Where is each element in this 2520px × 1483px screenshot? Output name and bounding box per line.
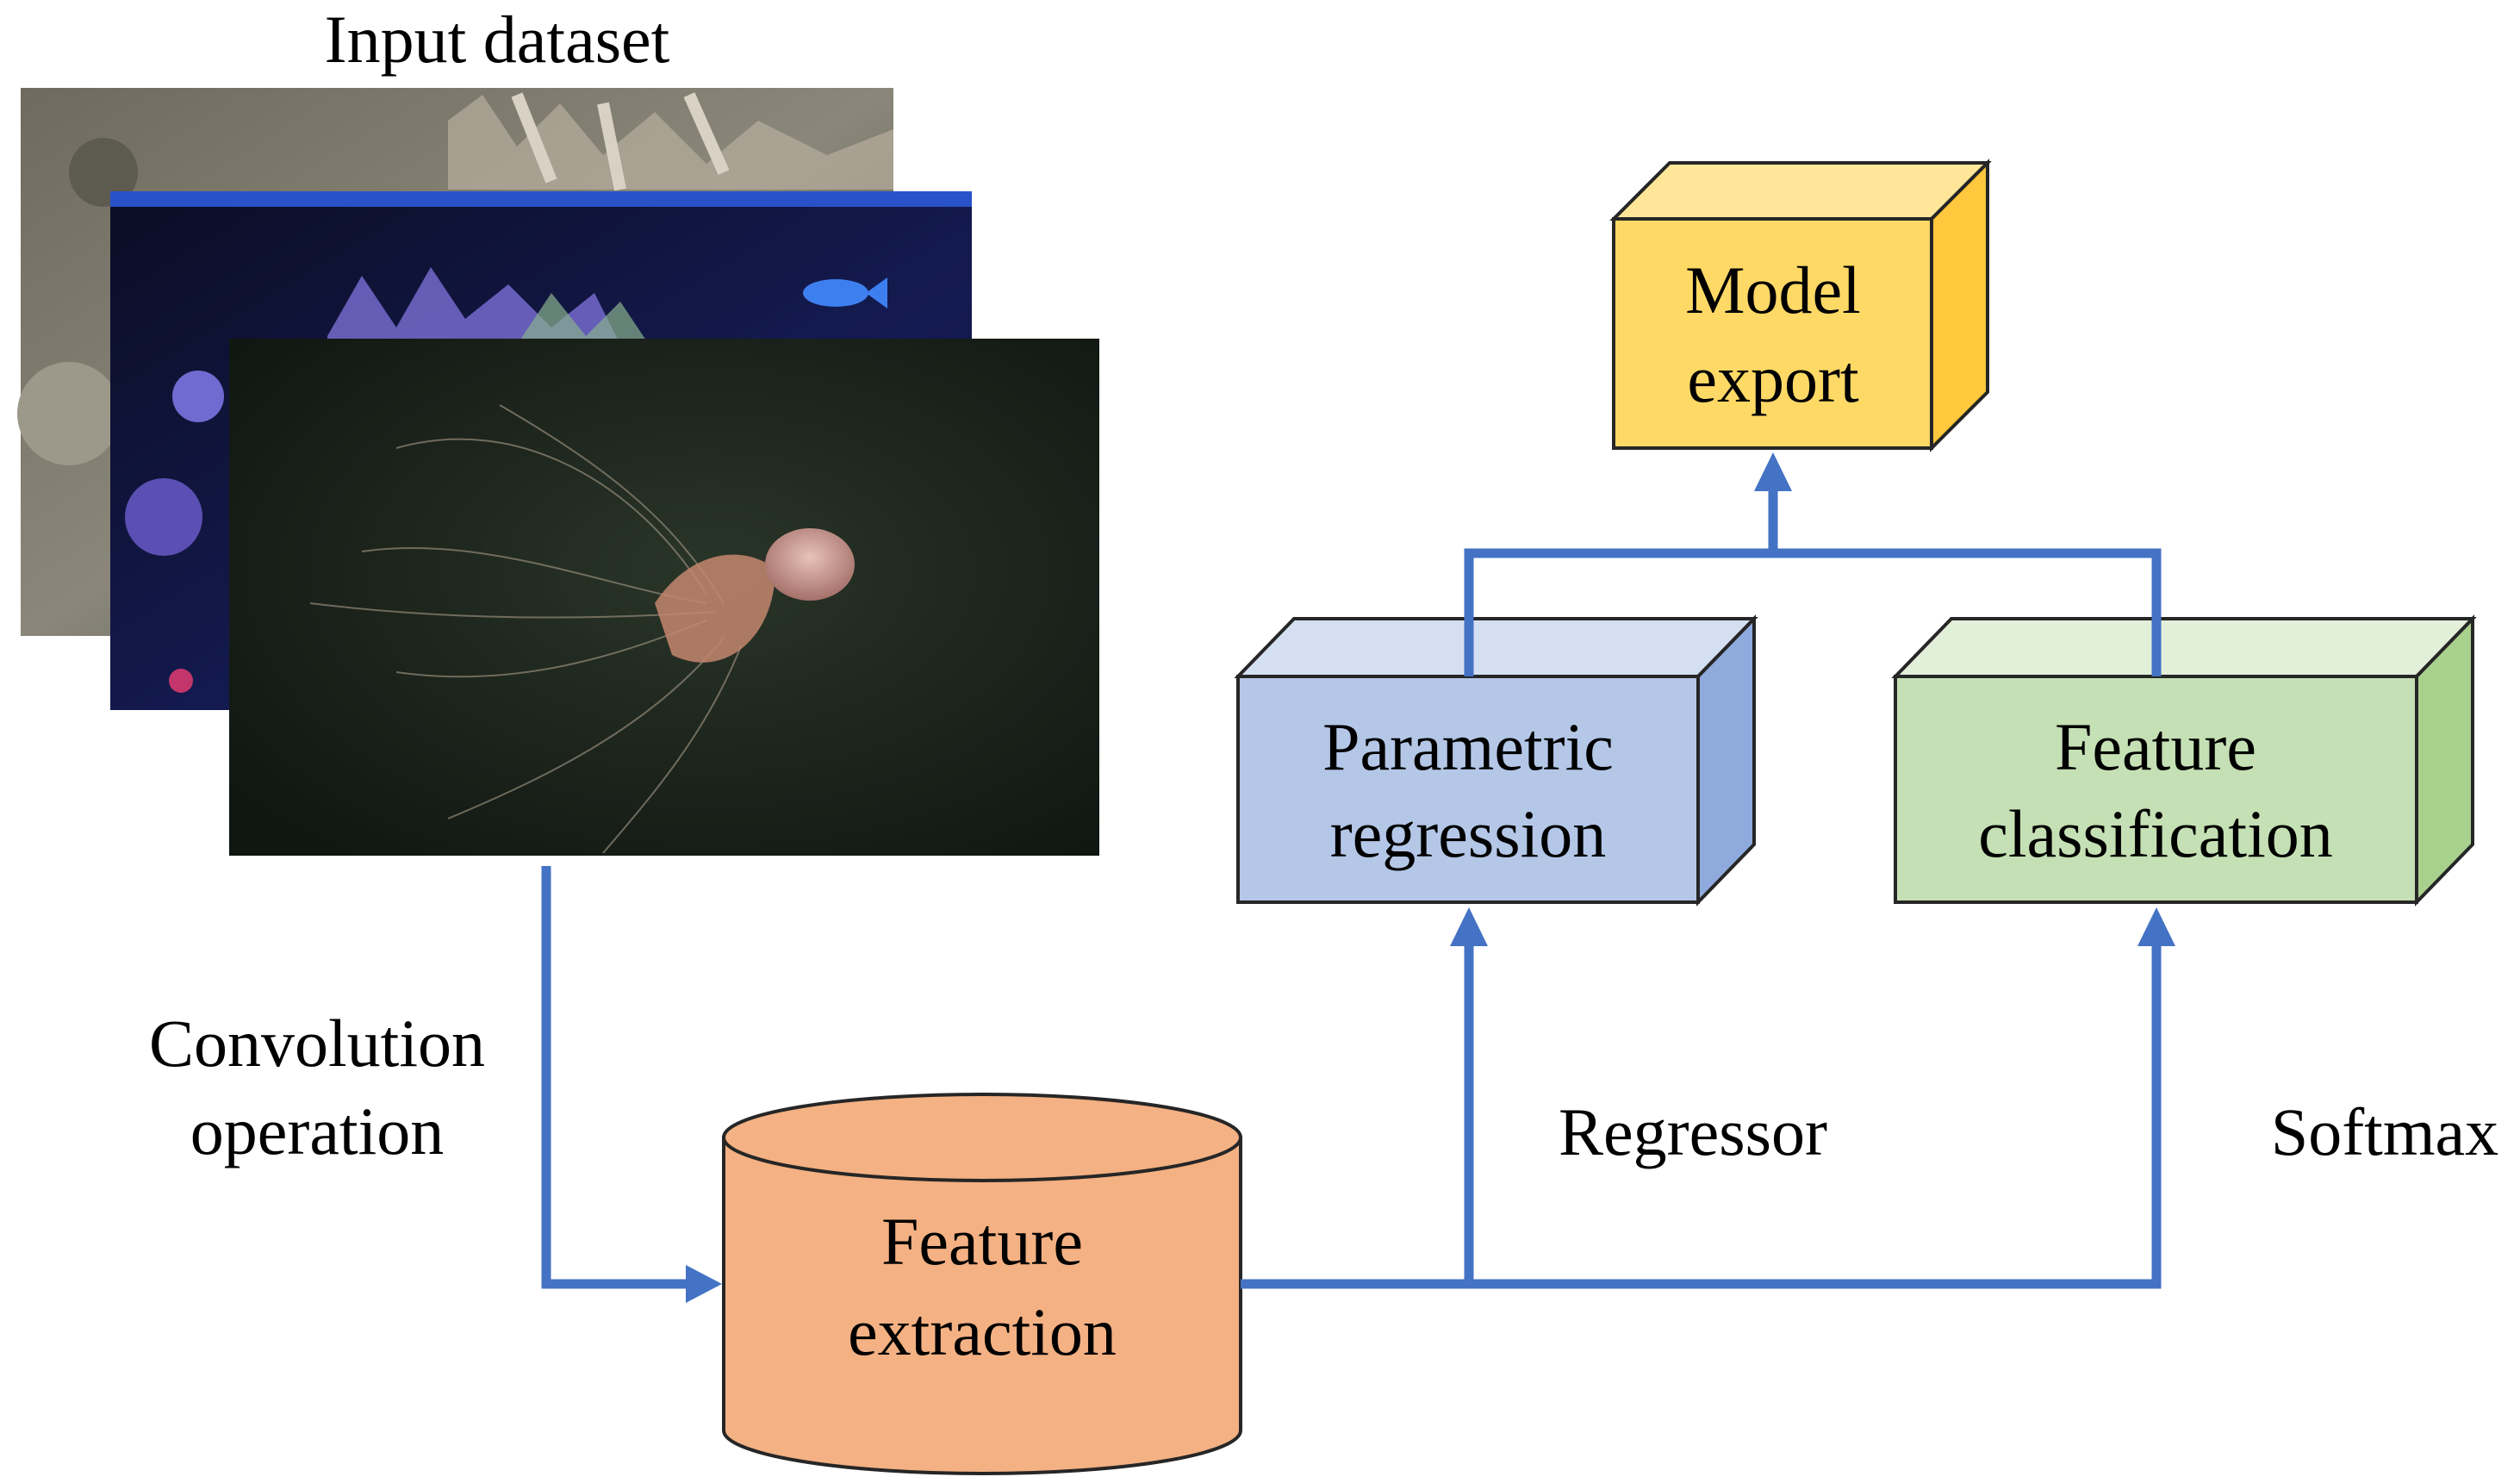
model-export-label: Model <box>1685 252 1861 327</box>
arrow-images-to-extraction <box>541 866 722 1303</box>
arrow-heads-to-export <box>1464 452 2162 676</box>
convolution-label-line2: operation <box>190 1094 445 1168</box>
feature-extraction-label: Feature <box>881 1204 1083 1279</box>
model-export-box: Model export <box>1609 159 1992 452</box>
model-export-label-line2: export <box>1687 341 1859 416</box>
convolution-label: Convolution <box>149 1006 485 1081</box>
regressor-label: Regressor <box>1559 1094 1827 1169</box>
parametric-regression-label: Parametric <box>1322 709 1614 784</box>
feature-classification-label-line2: classification <box>1978 796 2333 871</box>
arrow-extraction-to-heads <box>1241 907 2175 1289</box>
dataset-title: Input dataset <box>325 2 670 77</box>
feature-extraction-label-line2: extraction <box>848 1294 1117 1369</box>
parametric-regression-label-line2: regression <box>1330 796 1607 871</box>
feature-extraction-cylinder: Feature extraction <box>722 1093 1242 1475</box>
feature-classification-label: Feature <box>2055 709 2256 784</box>
parametric-regression-box: Parametric regression <box>1234 614 1758 907</box>
feature-classification-box: Feature classification <box>1891 614 2477 907</box>
softmax-label: Softmax <box>2271 1094 2498 1169</box>
jellyfish-photo <box>229 339 1099 856</box>
